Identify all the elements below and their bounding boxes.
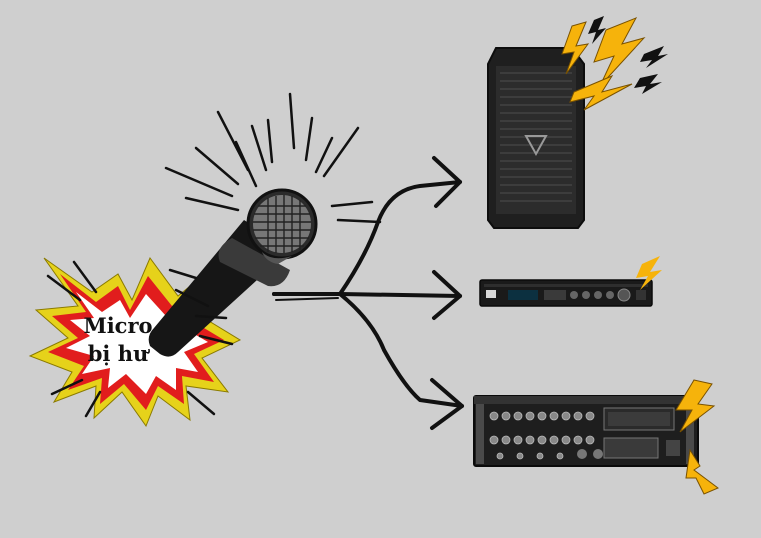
sound-lines [46,92,382,418]
arrow-to-amplifier [272,292,464,408]
arrow-to-processor [272,292,462,298]
burst-label-line-2: bị hư [87,341,149,366]
burst-label-line-1: Micro [83,313,153,338]
burst-label: Micro bị hư [58,312,178,368]
speaker-logo-icon [524,135,548,157]
arrow-to-speaker [338,180,462,296]
amplifier-icon [473,395,699,467]
lightning-icon [561,16,668,111]
branch-arrows [272,156,464,430]
lightning-icon [675,379,719,495]
effects-processor-icon [479,256,662,307]
microphone-icon [148,188,318,357]
lightning-icon [636,256,662,290]
speaker-icon [487,47,585,229]
